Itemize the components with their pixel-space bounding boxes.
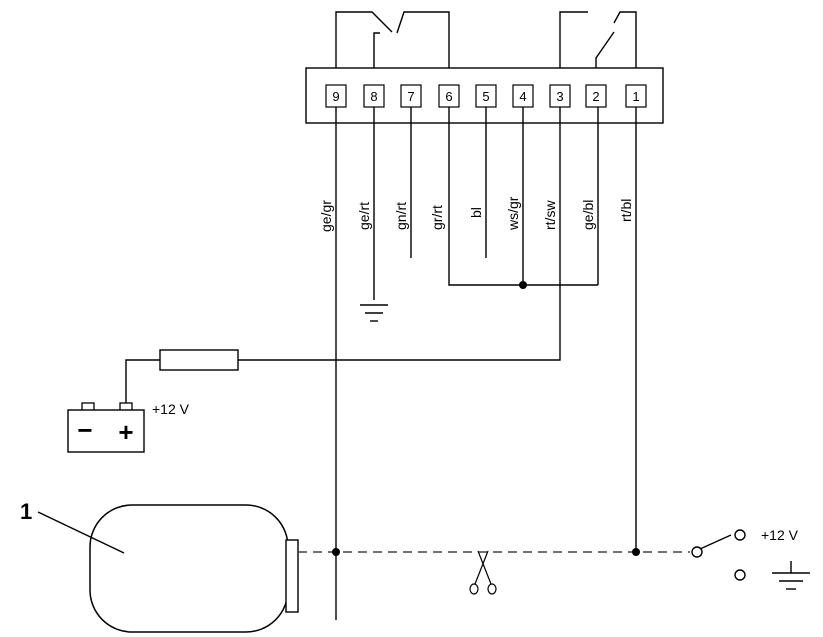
terminal-positive — [734, 529, 746, 541]
terminal-ground — [734, 569, 746, 581]
ground-icon — [360, 283, 388, 322]
battery-plus-sign: + — [118, 417, 133, 447]
wire-label-pin-3: rt/sw — [542, 200, 558, 230]
connector-pins: 9 8 7 6 5 4 3 2 — [325, 84, 647, 108]
connector-pin-8: 8 — [363, 84, 385, 108]
connector-pin-1: 1 — [625, 84, 647, 108]
wire-labels: ge/gr ge/rt gn/rt gr/rt bl ws/gr rt/sw g… — [318, 196, 634, 232]
supply-voltage-label: +12 V — [761, 527, 799, 543]
pin-number: 4 — [519, 89, 526, 104]
connector-pin-9: 9 — [325, 84, 347, 108]
pin-number: 3 — [556, 89, 563, 104]
switch-terminal — [691, 529, 746, 581]
connector-pin-3: 3 — [549, 84, 571, 108]
pin-number: 7 — [407, 89, 414, 104]
connector-pin-5: 5 — [475, 84, 497, 108]
wire-label-pin-1: rt/bl — [618, 199, 634, 222]
pin-number: 9 — [332, 89, 339, 104]
scissors-icon — [469, 550, 497, 595]
pin-number: 8 — [370, 89, 377, 104]
motor-body — [89, 504, 289, 633]
wire-label-pin-5: bl — [468, 207, 484, 218]
junction-dot — [519, 281, 527, 289]
pin-number: 1 — [632, 89, 639, 104]
junction-dot — [632, 548, 640, 556]
fuse-icon — [159, 349, 239, 371]
connector-pin-2: 2 — [585, 84, 607, 108]
battery-icon: − + — [67, 402, 145, 453]
wire-label-pin-4: ws/gr — [505, 196, 521, 231]
junction-dot — [332, 548, 340, 556]
wire-label-pin-7: gn/rt — [393, 202, 409, 230]
wire-pin-3 — [238, 107, 561, 361]
connector-pin-6: 6 — [438, 84, 460, 108]
motor-connector — [285, 539, 299, 613]
pin-number: 2 — [592, 89, 599, 104]
ground-icon — [772, 561, 810, 590]
connector-pin-4: 4 — [512, 84, 534, 108]
wire-pin-6 — [448, 107, 598, 286]
callout-leader-line — [37, 511, 125, 554]
wires — [125, 107, 637, 620]
wire-label-pin-8: ge/rt — [356, 202, 372, 230]
motor-callout-number: 1 — [20, 499, 32, 524]
battery-voltage-label: +12 V — [152, 401, 190, 417]
wire-fuse-battery — [125, 359, 160, 404]
battery-minus-sign: − — [77, 415, 92, 445]
pin-number: 6 — [445, 89, 452, 104]
pin-number: 5 — [482, 89, 489, 104]
wire-label-pin-9: ge/gr — [318, 200, 334, 232]
connector-pin-7: 7 — [400, 84, 422, 108]
motor — [89, 504, 299, 633]
wire-label-pin-6: gr/rt — [429, 205, 445, 230]
wire-label-pin-2: ge/bl — [580, 200, 596, 230]
